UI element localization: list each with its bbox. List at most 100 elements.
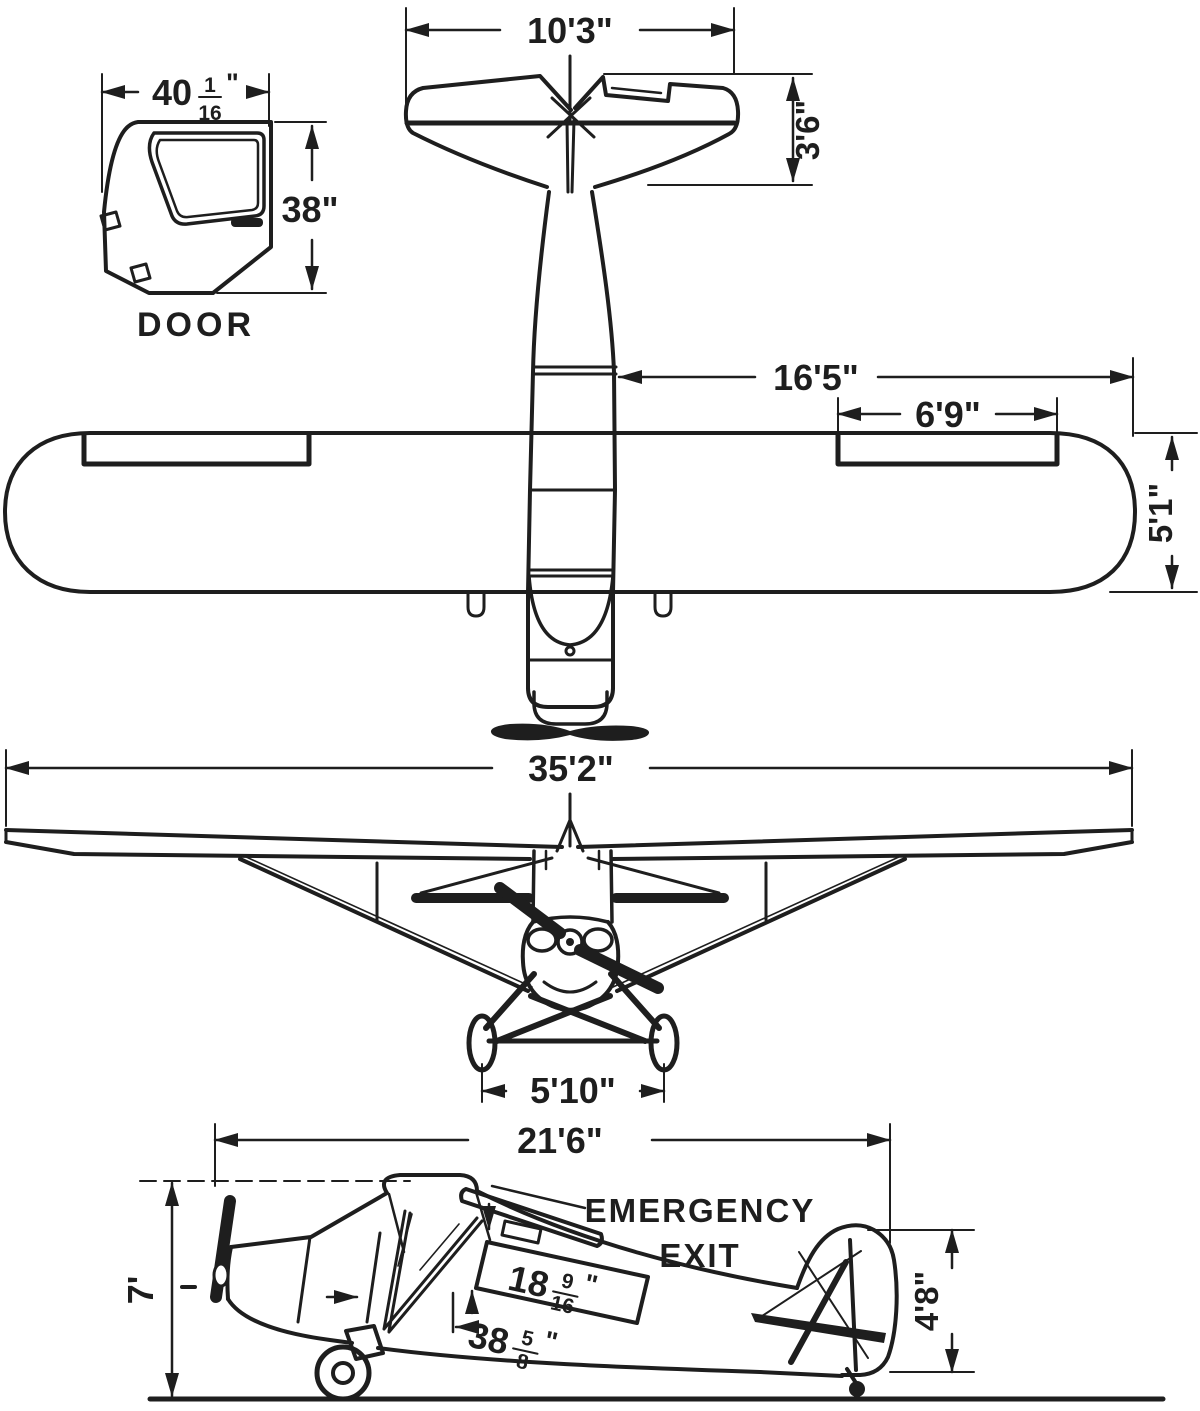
dim-wing-panel: 16'5" [617,357,1135,437]
exit-window-width-den: 8 [514,1350,531,1375]
strut-fitting-left [466,590,486,618]
door-width-label: 40 [152,72,192,113]
exit-window-height-whole: 18 [505,1257,553,1306]
door-hinge-lower [129,262,152,284]
fuselage-plan-right-side [590,190,617,690]
dim-length: 21'6" [213,1120,892,1244]
wing-chord-label: 5'1" [1142,483,1179,543]
tail-height-label: 4'8" [908,1271,945,1331]
dim-wing-chord: 5'1" [1109,432,1198,593]
exit-window-height-unit: " [581,1268,600,1300]
exit-window-width-whole: 38 [465,1314,513,1363]
cowl-plan-lip [532,690,609,726]
gear-v-struts [483,971,662,1031]
dim-door-width: 40 1 16 " [100,68,271,193]
door-caption: DOOR [137,306,255,344]
exit-window-width-num: 5 [519,1326,536,1351]
gear-x-brace [494,993,648,1044]
stab-chord-label: 3'6" [789,100,826,160]
gear-leg-side [344,1324,385,1361]
fuselage-side-bottom [226,1297,844,1378]
fuselage-cross-lines [526,365,618,662]
exit-window-height-den: 16 [548,1291,576,1319]
spinner-hub [566,938,574,946]
jury-struts-front [375,861,768,922]
trim-tab-line [610,86,663,95]
tail-diagonals-front [419,856,721,895]
propeller-plan [490,723,650,741]
exit-window-panel [474,1240,650,1325]
wing-front-top-edge [4,828,1134,849]
cylinder-right [582,927,614,953]
door-detail-view: 40 1 16 " 38" DOOR [99,68,339,344]
cowl-front-chin [542,980,598,994]
tailwheel-strut [845,1367,858,1385]
spinner-front [556,928,584,956]
length-label: 21'6" [517,1120,603,1161]
height-label: 7' [120,1276,161,1305]
stabilizer-front-right [611,893,729,903]
fuel-cap [564,645,576,657]
aileron-span-label: 6'9" [915,394,981,435]
wing-front-tip-caps [4,828,1134,844]
wheel-track-label: 5'10" [530,1070,616,1111]
dim-stab-chord: 3'6" [603,73,826,186]
lift-strut-front-left-inner [243,855,533,988]
wing-front-bottom-edge [4,840,1134,861]
rudder-hinge [848,1238,858,1372]
door-window-outer [147,131,266,226]
emergency-label: EMERGENCY [585,1192,816,1229]
wheel-side-hub [331,1361,355,1385]
firewall-line [296,1235,312,1324]
exit-label: EXIT [659,1237,740,1274]
lift-strut-front-right [615,857,907,993]
door-post-line [365,1231,382,1324]
wing-plan-outline [3,431,1137,594]
exit-window-width-unit: " [541,1325,560,1357]
fin-edge [565,54,576,194]
dim-exit-window-width: 38 5 8 " [451,1291,560,1375]
lift-strut-front-left [238,857,530,993]
side-view: 21'6" 7' [120,1120,1166,1402]
door-outline [102,120,273,295]
fin-fairing-front [555,818,585,853]
exit-window-height-num: 9 [559,1269,575,1294]
door-height-label: 38" [281,189,338,230]
dim-tail-height: 4'8" [867,1228,975,1374]
top-view: 10'3" 3'6" 16'5" [3,7,1198,741]
wing-side-slab [459,1187,604,1248]
dim-wheel-track: 5'10" [480,1063,666,1111]
dim-exit-window-height: 18 9 16 " [465,1202,600,1319]
dim-stab-span: 10'3" [404,7,736,116]
emergency-exit-note: EMERGENCY EXIT [490,1184,816,1274]
stabilizer-left [403,74,573,189]
dim-door-height: 38" [216,121,339,294]
tail-brace [788,1259,849,1365]
door-hinge-upper [99,210,122,232]
door-handle [231,218,263,227]
tailwheel [849,1381,865,1397]
dim-aileron-span: 6'9" [836,394,1059,435]
spinner-side [212,1262,230,1288]
lift-struts-side [382,1209,484,1334]
windshield-plan-arch [527,574,615,647]
jury-struts-side [397,1213,460,1271]
tail-wires [758,1250,869,1359]
door-width-frac-num: 1 [204,74,216,97]
cylinder-left [526,927,558,953]
dim-height: 7' [120,1180,411,1398]
prop-blade-lower [574,944,664,994]
fuselage-plan-left-side [526,190,551,690]
front-view: 35'2" 5'1 [4,748,1134,1111]
lift-strut-front-right-inner [612,855,902,988]
door-width-unit: " [226,68,239,98]
prop-blade-upper [494,882,566,939]
wingspan-label: 35'2" [528,748,614,789]
wing-panel-label: 16'5" [773,357,859,398]
wheel-side-outer [314,1344,372,1402]
door-window-inner [155,138,260,219]
strut-fitting-right [653,590,673,618]
stabilizer-right [573,75,741,189]
door-width-frac-den: 16 [198,102,221,125]
